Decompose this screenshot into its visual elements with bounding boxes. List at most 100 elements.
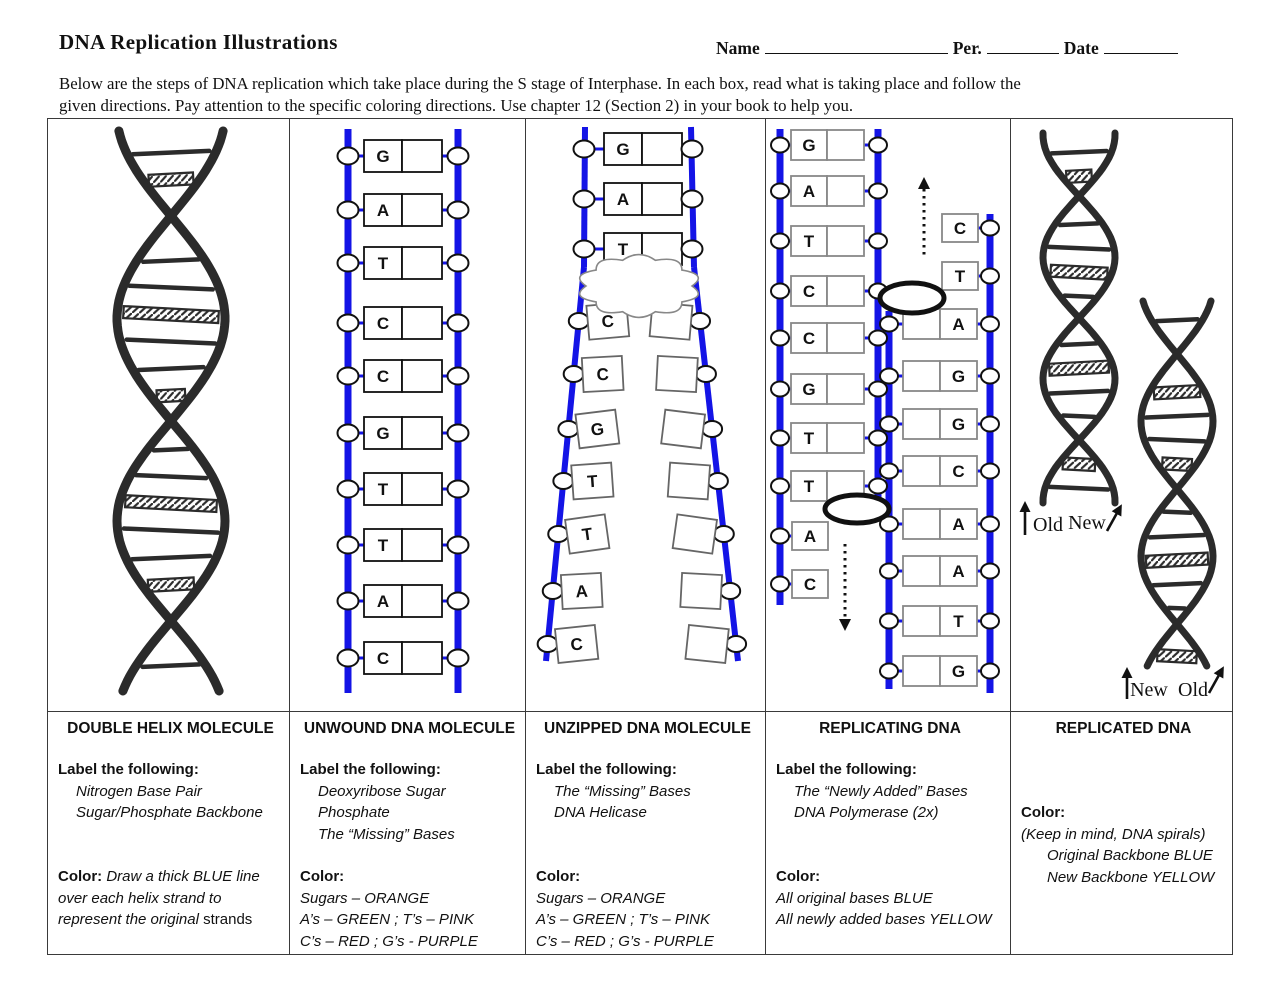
phosphate-circle [980,612,1000,630]
base-letter: A [377,201,389,220]
label-block: Label the following: The “Missing” Bases… [536,759,759,824]
phosphate-circle [879,462,899,480]
strand-age-label: Old [1178,679,1208,701]
date-label: Date [1063,38,1099,58]
arrowhead [1213,666,1224,679]
base-box: G [574,408,621,450]
phosphate-circle [980,662,1000,680]
strand-age-label: New [1068,512,1106,534]
phosphate-circle [770,429,790,447]
helix-rung [1046,244,1112,252]
helix-strand [1039,129,1119,507]
phosphate-circle [980,562,1000,580]
double-helix-illustration [112,126,230,696]
base-box: C [941,213,979,243]
helix-rung [1059,341,1099,348]
helix-rung-hatched [1047,359,1111,377]
phosphate-circle [980,462,1000,480]
base-letter: A [804,527,816,546]
base-box: G [790,129,828,161]
base-box: G [363,416,403,450]
empty-base-box [826,373,865,405]
helix-rung [133,472,209,481]
phosphate-circle [770,136,790,154]
base-letter: A [803,182,815,201]
phosphate-circle [879,367,899,385]
phosphate-circle [446,648,470,668]
color-note: (Keep in mind, DNA spirals) [1021,825,1206,843]
arrowhead [918,177,930,189]
helix-rung [1166,605,1188,611]
base-box: A [791,521,829,551]
base-box: T [939,605,978,637]
helix-rung [151,446,191,453]
column-header: REPLICATED DNA [1055,720,1192,737]
date-blank-line [1103,38,1178,54]
helix-rung-hatched [1160,456,1194,473]
base-letter: C [596,365,609,385]
color-instruction-roman: strands [203,911,253,928]
helix-rung-hatched [147,171,195,188]
phosphate-circle [868,329,888,347]
phosphate-circle [868,380,888,398]
base-box: C [939,455,978,487]
phosphate-circle [446,423,470,443]
empty-base-box [679,572,723,610]
column-header: UNWOUND DNA MOLECULE [303,720,516,737]
phosphate-circle [868,429,888,447]
cell-double-helix-text: DOUBLE HELIX MOLECULE Label the followin… [48,711,290,954]
helix-rung [136,364,206,373]
cell-replicated-text: REPLICATED DNA Color: (Keep in mind, DNA… [1011,711,1232,954]
dna-polymerase-ellipse [822,492,892,526]
empty-base-box [902,555,941,587]
empty-base-box [902,605,941,637]
helix-rung [127,283,215,292]
base-box: T [564,513,611,555]
label-item: The “Newly Added” Bases [794,782,968,800]
phosphate-circle [446,146,470,166]
empty-base-box [401,359,443,393]
base-letter: A [952,515,964,534]
base-letter: G [376,147,389,166]
helix-rung [130,148,212,157]
phosphate-circle [868,182,888,200]
empty-base-box [641,132,683,166]
label-arrow [1105,512,1119,532]
label-item: Phosphate [318,804,390,821]
arrowhead [1019,501,1031,512]
base-letter: A [952,562,964,581]
helix-rung [1060,413,1098,420]
phosphate-circle [336,200,360,220]
phosphate-circle [879,562,899,580]
empty-base-box [902,408,941,440]
phosphate-circle [572,189,596,209]
empty-base-box [401,139,443,173]
helix-strand [112,126,230,696]
empty-base-box [684,624,730,664]
cell-unzipped-text: UNZIPPED DNA MOLECULE Label the followin… [526,711,766,954]
empty-base-box [655,355,699,393]
intro-line-2: given directions. Pay attention to the s… [59,95,854,115]
base-letter: T [618,240,629,259]
color-line: A’s – GREEN ; T’s – PINK [536,911,710,928]
phosphate-circle [689,312,712,330]
phosphate-circle [879,315,899,333]
phosphate-circle [446,253,470,273]
base-box: T [790,470,828,502]
base-box: C [580,355,625,393]
color-line: Sugars – ORANGE [536,889,666,907]
empty-base-box [902,655,941,687]
phosphate-circle [770,527,790,545]
phosphate-circle [980,315,1000,333]
